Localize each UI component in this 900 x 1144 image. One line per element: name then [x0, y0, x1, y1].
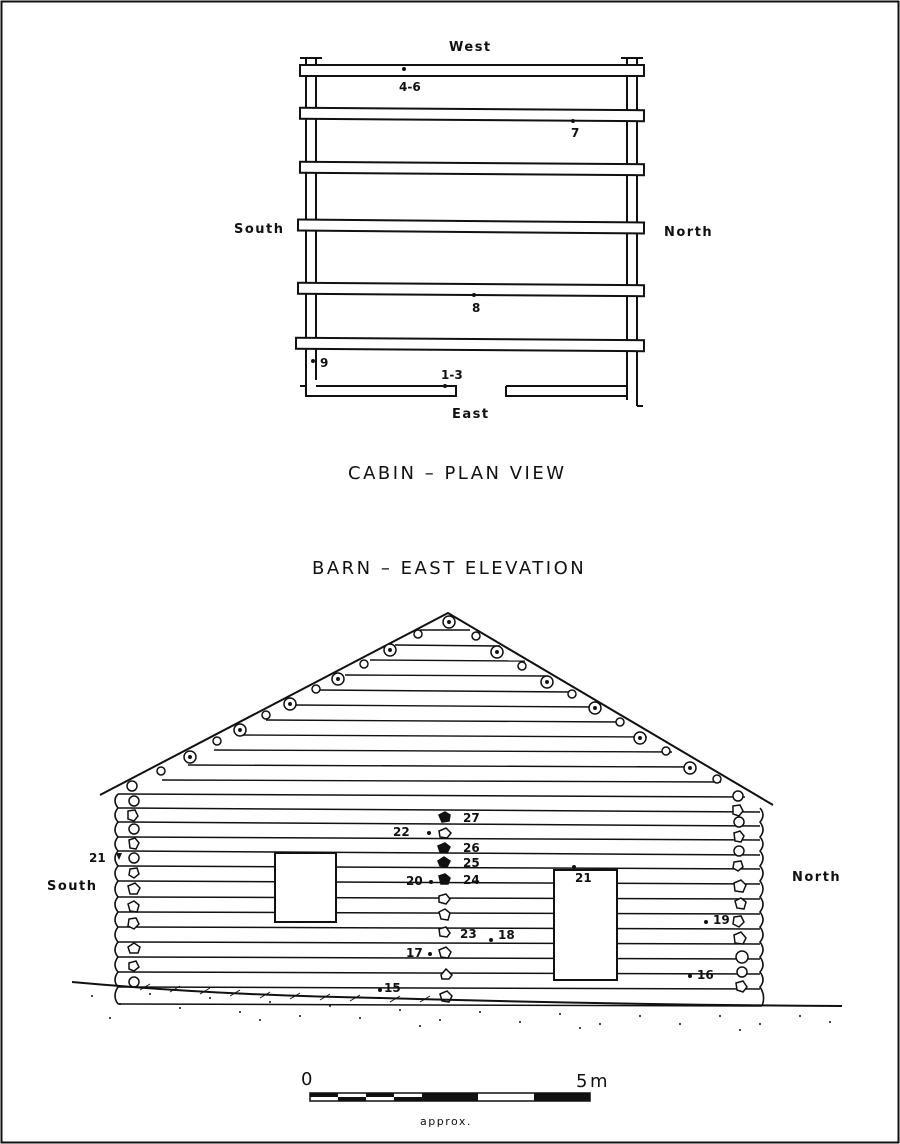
cabin-points — [311, 67, 575, 388]
cabin-log — [296, 218, 646, 235]
ground-line — [71, 981, 843, 1007]
barn-north-label: North — [792, 870, 841, 885]
cabin-east-label: East — [452, 407, 490, 422]
barn-point-label: 21 — [89, 851, 106, 865]
ground-hatching — [139, 983, 431, 1003]
ground-stipple — [91, 993, 831, 1031]
cabin-log — [296, 281, 646, 298]
barn-point-label: 21 — [575, 871, 592, 885]
barn-point-label: 19 — [713, 913, 730, 927]
cabin-point-label: 8 — [472, 301, 480, 315]
point-marker — [571, 119, 575, 123]
point-marker — [311, 359, 315, 363]
barn-point-label: 16 — [697, 968, 714, 982]
barn-south-label: South — [47, 879, 98, 894]
barn-elevation — [99, 611, 774, 1007]
barn-point-label: 18 — [498, 928, 515, 942]
cabin-log — [298, 106, 646, 123]
left-chinking-stones — [126, 780, 141, 988]
cabin-log — [294, 336, 646, 353]
barn-point-label: 26 — [463, 841, 480, 855]
scale-note: approx. — [420, 1115, 472, 1128]
right-log-ends — [758, 807, 765, 1007]
cabin-point-label: 1-3 — [441, 368, 463, 382]
point-marker — [472, 293, 476, 297]
cabin-point-label: 7 — [571, 126, 579, 140]
barn-window — [274, 852, 337, 923]
point-marker — [402, 67, 406, 71]
barn-point-label: 23 — [460, 927, 477, 941]
cabin-log — [299, 64, 645, 77]
barn-point-label: 20 — [406, 874, 423, 888]
scale-zero-label: 0 — [301, 1069, 315, 1090]
barn-point-label: 22 — [393, 825, 410, 839]
scale-max-label: 5m — [576, 1071, 610, 1092]
barn-title: BARN – EAST ELEVATION — [312, 558, 586, 579]
cabin-east-wall-left — [305, 385, 457, 397]
cabin-point-label: 9 — [320, 356, 328, 370]
cabin-log — [298, 160, 646, 177]
cabin-title: CABIN – PLAN VIEW — [348, 463, 567, 484]
barn-point-label: 15 — [384, 981, 401, 995]
barn-point-label: 17 — [406, 946, 423, 960]
roof-log-ends — [156, 615, 722, 784]
right-chinking-stones — [732, 790, 749, 993]
barn-points — [116, 831, 708, 992]
cabin-plan — [294, 57, 646, 407]
cabin-north-label: North — [664, 225, 713, 240]
cabin-point-label: 4-6 — [399, 80, 421, 94]
barn-roof — [99, 611, 774, 806]
barn-door — [553, 869, 618, 981]
barn-point-label: 25 — [463, 856, 480, 870]
scale-bar — [309, 1092, 591, 1102]
barn-point-label: 24 — [463, 873, 480, 887]
cabin-south-label: South — [234, 222, 285, 237]
gable-logs — [161, 629, 722, 783]
point-marker — [443, 384, 447, 388]
barn-point-label: 27 — [463, 811, 480, 825]
left-log-ends — [114, 793, 120, 1005]
cabin-west-label: West — [449, 40, 492, 55]
cabin-east-wall-right — [505, 385, 627, 397]
